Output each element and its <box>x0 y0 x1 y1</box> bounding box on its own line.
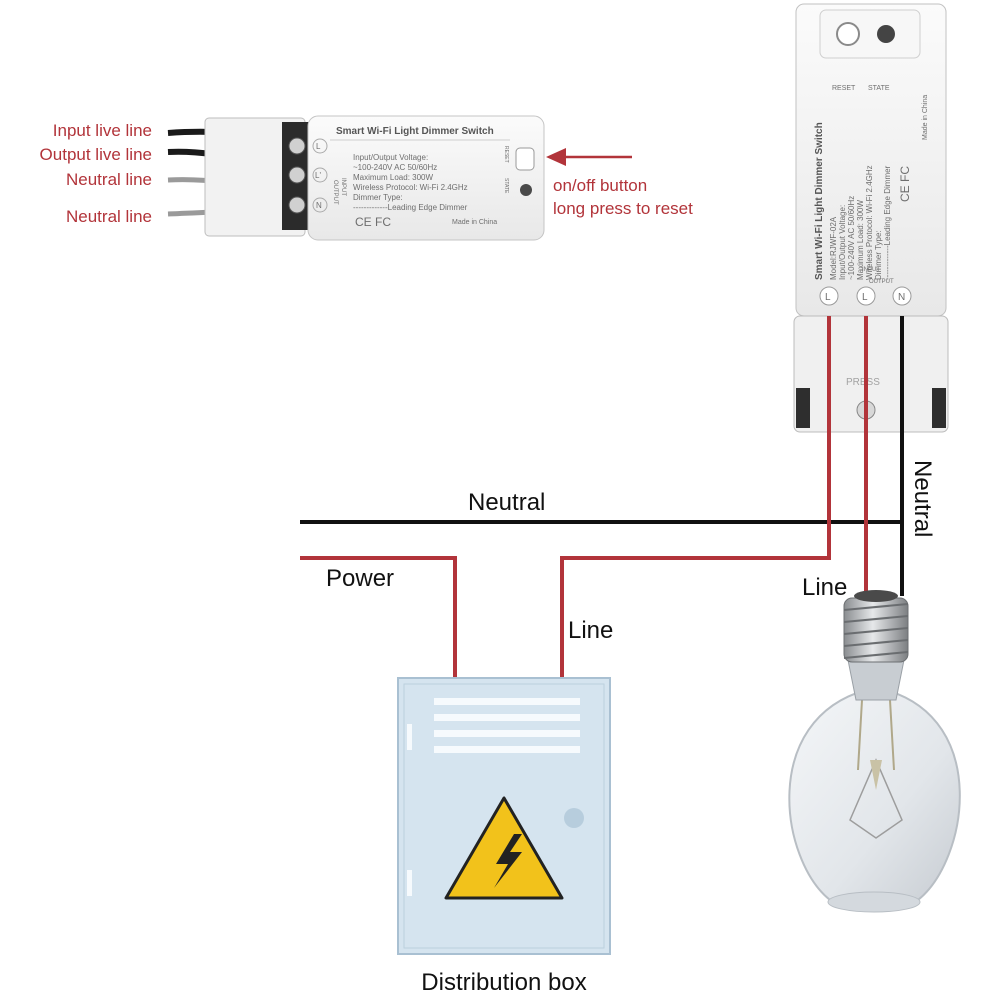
top-spec-line-1: ~100-240V AC 50/60Hz <box>353 163 437 172</box>
right-button-panel <box>819 9 921 59</box>
bulb-bottom <box>827 891 921 913</box>
terminal-screw-2 <box>288 166 306 184</box>
label-long-press-reset: long press to reset <box>553 199 693 218</box>
top-terminal-label-1: L' <box>315 171 321 180</box>
right-state-label: STATE <box>868 85 890 92</box>
label-input-live-line: Input live line <box>53 121 152 140</box>
terminal-screw-3 <box>288 196 306 214</box>
right-spec-line-0: Model:RJWF-02A <box>829 216 838 280</box>
right-spec-line-2: ~100-240V AC 50/60Hz <box>847 196 856 280</box>
lightning-bolt-icon <box>494 834 522 888</box>
light-bulb <box>788 590 961 913</box>
top-reset-button[interactable] <box>515 147 535 171</box>
vent-slot-2 <box>434 714 580 721</box>
top-dimmer-module: Smart Wi-Fi Light Dimmer Switch Input/Ou… <box>167 115 545 241</box>
vent-slot-1 <box>434 698 580 705</box>
label-line-bulb: Line <box>802 574 847 601</box>
top-wire-labels: Input live line Output live line Neutral… <box>40 121 152 226</box>
label-neutral-vertical: Neutral <box>909 460 936 537</box>
bulb-neck <box>847 659 905 701</box>
right-clip-left <box>796 388 810 428</box>
label-neutral-line-1: Neutral line <box>66 170 152 189</box>
top-terminal-label-2: N <box>316 201 322 210</box>
right-state-led <box>877 25 895 43</box>
right-terminal-ring-1 <box>856 286 876 306</box>
distribution-box-door <box>403 683 605 949</box>
right-terminal-label-1: L <box>862 292 868 303</box>
right-terminal-ring-2 <box>892 286 912 306</box>
bulb-threads <box>843 603 909 659</box>
right-reset-button[interactable] <box>836 22 860 46</box>
label-neutral-horizontal: Neutral <box>468 489 545 516</box>
right-spec-line-6: -------------Leading Edge Dimmer <box>883 165 892 280</box>
right-spec-line-3: Maximum Load: 300W <box>856 200 865 280</box>
distribution-box <box>397 677 611 955</box>
power-wire <box>300 556 457 680</box>
right-dimmer-module: RESET STATE Smart Wi-Fi Light Dimmer Swi… <box>793 3 949 433</box>
top-cert-marks: CE FC <box>355 215 391 229</box>
top-module-title: Smart Wi-Fi Light Dimmer Switch <box>336 126 494 137</box>
top-input-tag: INPUT <box>340 178 346 196</box>
top-terminal-ring-2 <box>312 197 328 213</box>
wiring <box>300 316 904 680</box>
callout-arrow-head <box>546 148 566 166</box>
top-output-tag: OUTPUT <box>332 180 338 205</box>
bulb-glass <box>788 689 961 901</box>
top-spec-line-2: Maximum Load: 300W <box>353 173 433 182</box>
hinge-top <box>407 724 412 750</box>
button-callout: on/off button long press to reset <box>546 148 693 218</box>
right-press-label: PRESS <box>846 377 880 388</box>
top-spec-line-0: Input/Output Voltage: <box>353 153 428 162</box>
right-output-tag: OUTPUT <box>869 279 894 285</box>
label-on-off-button: on/off button <box>553 176 647 195</box>
top-state-led <box>520 184 532 196</box>
label-line-box: Line <box>568 617 613 644</box>
top-terminal-label-0: L <box>316 142 321 151</box>
label-distribution-box: Distribution box <box>421 969 586 996</box>
label-power: Power <box>326 565 394 592</box>
right-module-title: Smart Wi-Fi Light Dimmer Switch <box>814 122 825 280</box>
filament-glass-stem <box>870 760 882 790</box>
right-clip-right <box>932 388 946 428</box>
right-made-in: Made in China <box>922 95 929 140</box>
right-reset-label: RESET <box>832 85 856 92</box>
top-spec-line-4: Dimmer Type: <box>353 193 403 202</box>
line-wire-box-to-switch <box>560 316 831 680</box>
right-cert-marks: CE FC <box>898 166 912 202</box>
top-terminal-ring-0 <box>312 138 328 154</box>
top-terminal-ring-1 <box>312 167 328 183</box>
right-spec-line-4: Wireless Protocol: Wi-Fi 2.4GHz <box>865 165 874 280</box>
filament-supports <box>857 699 895 771</box>
top-spec-line-5: -------------Leading Edge Dimmer <box>353 203 468 212</box>
label-neutral-line-2: Neutral line <box>66 207 152 226</box>
right-terminal-section <box>793 315 949 433</box>
label-output-live-line: Output live line <box>40 145 152 164</box>
terminal-screw-1 <box>288 137 306 155</box>
high-voltage-warning-icon <box>444 796 564 900</box>
right-terminal-label-0: L <box>825 292 831 303</box>
right-spec-line-1: Input/Output Voltage: <box>838 205 847 280</box>
vent-slot-3 <box>434 730 580 737</box>
right-terminal-label-2: N <box>898 292 905 303</box>
hinge-bottom <box>407 870 412 896</box>
top-reset-label: RESET <box>503 146 509 163</box>
right-input-tag: INPUT <box>862 267 880 273</box>
right-module-label-block: Smart Wi-Fi Light Dimmer Switch Model:RJ… <box>814 95 929 280</box>
bulb-contact <box>854 590 898 602</box>
top-spec-line-3: Wireless Protocol: Wi-Fi 2.4GHz <box>353 183 468 192</box>
right-spec-line-5: Dimmer Type: <box>874 230 883 280</box>
filament-wires <box>849 758 903 839</box>
vent-slot-4 <box>434 746 580 753</box>
right-terminal-ring-0 <box>819 286 839 306</box>
door-knob[interactable] <box>564 808 584 828</box>
top-made-in: Made in China <box>452 219 497 226</box>
top-state-label: STATE <box>503 178 509 194</box>
top-module-body <box>307 115 545 241</box>
